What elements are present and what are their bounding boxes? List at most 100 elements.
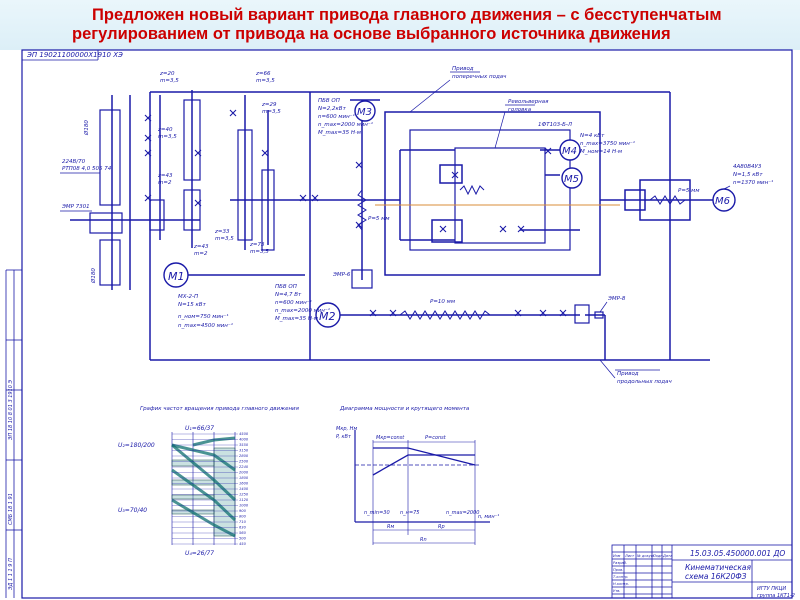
- speed-y-tick: 1600: [239, 482, 249, 486]
- leader-lines: [60, 71, 731, 379]
- gear-g1-z: z=20: [159, 71, 175, 77]
- speed-chart: График частот вращения привода главного …: [118, 406, 300, 557]
- doc-title-2: схема 16К20ФЗ: [685, 572, 747, 581]
- power-chart: Диаграмма мощности и крутящего момента M…: [336, 406, 499, 545]
- speed-y-tick: 2800: [239, 454, 249, 458]
- border-code-1: ЭП 18 10 8 01 3 1910 Э: [8, 379, 14, 441]
- motor-m2: M2: [315, 302, 341, 328]
- ball-screws: [357, 184, 686, 320]
- gear-g3-m: m=2: [158, 180, 172, 186]
- motor-m4-label: M4: [562, 146, 577, 157]
- gear-g7-z: z=33: [214, 229, 230, 235]
- speed-y-tick: 4000: [239, 438, 249, 442]
- gear-g4-m: m=2: [194, 251, 208, 257]
- title-block-row-label: Лист: [624, 554, 635, 558]
- m2-spec-2: n=600 мин⁻¹: [275, 299, 312, 306]
- gear-blocks: [89, 99, 604, 324]
- gear-g6-z: z=29: [261, 102, 277, 108]
- m4-spec-3: M_ном=14 Н·м: [580, 149, 622, 155]
- title-block-row-label: Разраб.: [613, 561, 627, 565]
- scheme-labels: Ø180 224В/70 РТП08 4,0 505 74 ЭМР 7301 Ø…: [61, 66, 773, 385]
- motor-m5-label: M5: [564, 174, 579, 185]
- brake-label: ЭМР 7301: [61, 204, 90, 210]
- gear-g3-z: z=43: [157, 173, 173, 179]
- m3-spec-2: n=600 мин⁻¹: [318, 113, 355, 120]
- title-block-row-label: Т.контр.: [613, 575, 629, 579]
- turret-2: головка: [508, 107, 532, 113]
- speed-y-tick: 500: [239, 537, 247, 541]
- m3-spec-0: ПБВ ОП: [318, 98, 340, 104]
- pitch-5: Р=5 мм: [368, 216, 389, 222]
- pitch-10: Р=10 мм: [430, 299, 455, 305]
- gear-g5-m: m=3,5: [256, 78, 275, 84]
- m2-spec-0: ПБВ ОП: [275, 284, 297, 290]
- speed-u2: U₂=180/200: [118, 442, 155, 449]
- slide-title: Предложен новый вариант привода главного…: [0, 0, 800, 50]
- long-feed-2: продольных подач: [617, 379, 672, 385]
- m3-spec-1: N=2,2кВт: [318, 106, 347, 112]
- gear-g6-m: m=3,5: [262, 109, 281, 115]
- power-chart-title: Диаграмма мощности и крутящего момента: [339, 406, 470, 412]
- org-2: группа 1КТ1-2: [757, 593, 795, 599]
- sheet-frame: [5, 49, 793, 599]
- doc-title-1: Кинематическая: [685, 563, 752, 572]
- m6-spec-0: 4А80В4У3: [733, 164, 762, 170]
- kinematic-scheme-drawing: ЭП 19021100000Х1910 ХЭ ЭП 18 10 8 01 3 1…: [5, 49, 795, 599]
- power-y-label-2: P, кВт: [336, 434, 352, 440]
- speed-y-tick: 2240: [239, 465, 249, 469]
- m2-spec-4: M_max=35 Н·м: [275, 316, 318, 322]
- speed-y-tick: 3550: [239, 443, 249, 447]
- doc-number: 15.03.05.450000.001 ДО: [690, 549, 785, 558]
- pitch-5b: Р=5 мм: [678, 188, 699, 194]
- title-block-row-label: Подп.: [653, 554, 664, 558]
- turret-1: Револьверная: [508, 99, 549, 105]
- m3-spec-3: n_max=2000 мин⁻¹: [318, 121, 373, 128]
- speed-y-tick: 2000: [239, 471, 249, 475]
- title-block-row-label: Дата: [662, 554, 672, 558]
- power-y-label-1: Mкр, Нм: [336, 426, 357, 432]
- long-feed-1: Привод: [617, 371, 639, 377]
- m2-spec-3: n_max=2000 мин⁻¹: [275, 307, 330, 314]
- zone2-label: P=const: [425, 435, 447, 441]
- gear-g7-m: m=3,5: [215, 236, 234, 242]
- speed-y-tick: 3150: [239, 449, 249, 453]
- speed-y-tick: 450: [239, 542, 247, 546]
- motor-m3-label: M3: [357, 107, 372, 118]
- dim-left: Ø180: [83, 120, 90, 136]
- border-code-2: СМБ 18 1 91: [8, 493, 14, 525]
- dim-rp-label: Rp: [438, 524, 445, 530]
- rotated-stamp: ЭП 19021100000Х1910 ХЭ: [26, 51, 123, 59]
- speed-y-tick: 4500: [239, 432, 249, 436]
- motor-type-1: 224В/70: [62, 159, 86, 165]
- n-nom-label: n_н=75: [400, 510, 420, 516]
- gear-g2-z: z=40: [157, 127, 173, 133]
- motor-m2-label: M2: [319, 310, 336, 323]
- speed-y-tick: 900: [239, 509, 247, 513]
- motor-m4: M4: [559, 139, 581, 161]
- speed-u4: U₄=26/77: [185, 550, 214, 557]
- motor-type-2: РТП08 4,0 505 74: [62, 166, 112, 172]
- title-block-row-label: Пров.: [613, 568, 623, 572]
- title-line-2: регулированием от привода на основе выбр…: [72, 25, 671, 43]
- dim-bottom: Ø180: [90, 268, 97, 284]
- gear-g2-m: m=3,5: [158, 134, 177, 140]
- speed-y-tick: 1250: [239, 493, 249, 497]
- title-block: [611, 544, 793, 599]
- m1-spec-1: N=15 кВт: [178, 302, 207, 308]
- title-block-row-label: № докум.: [636, 554, 655, 558]
- cross-feed-1: Привод: [452, 66, 474, 72]
- bearing-symbols: [144, 109, 567, 317]
- motor-m6: M6: [712, 188, 736, 212]
- m3-spec-4: M_max=35 Н·м: [318, 130, 361, 136]
- m4-spec-2: n_max=3750 мин⁻¹: [580, 140, 635, 147]
- org-1: ИГТУ ПКЦИ: [757, 586, 786, 592]
- speed-u1: U₁=66/37: [185, 425, 214, 432]
- scheme-main-lines: [70, 90, 715, 361]
- m2-spec-1: N=4,7 Вт: [275, 292, 302, 298]
- m6-spec-1: N=1,5 кВт: [733, 172, 763, 178]
- brake-2: ЭМР-6: [332, 272, 351, 278]
- title-block-row-label: Утв.: [613, 589, 621, 593]
- border-code-3: ЭД 1 1 1 9 П: [8, 558, 14, 591]
- n-max-label: n_max=2000: [446, 510, 479, 516]
